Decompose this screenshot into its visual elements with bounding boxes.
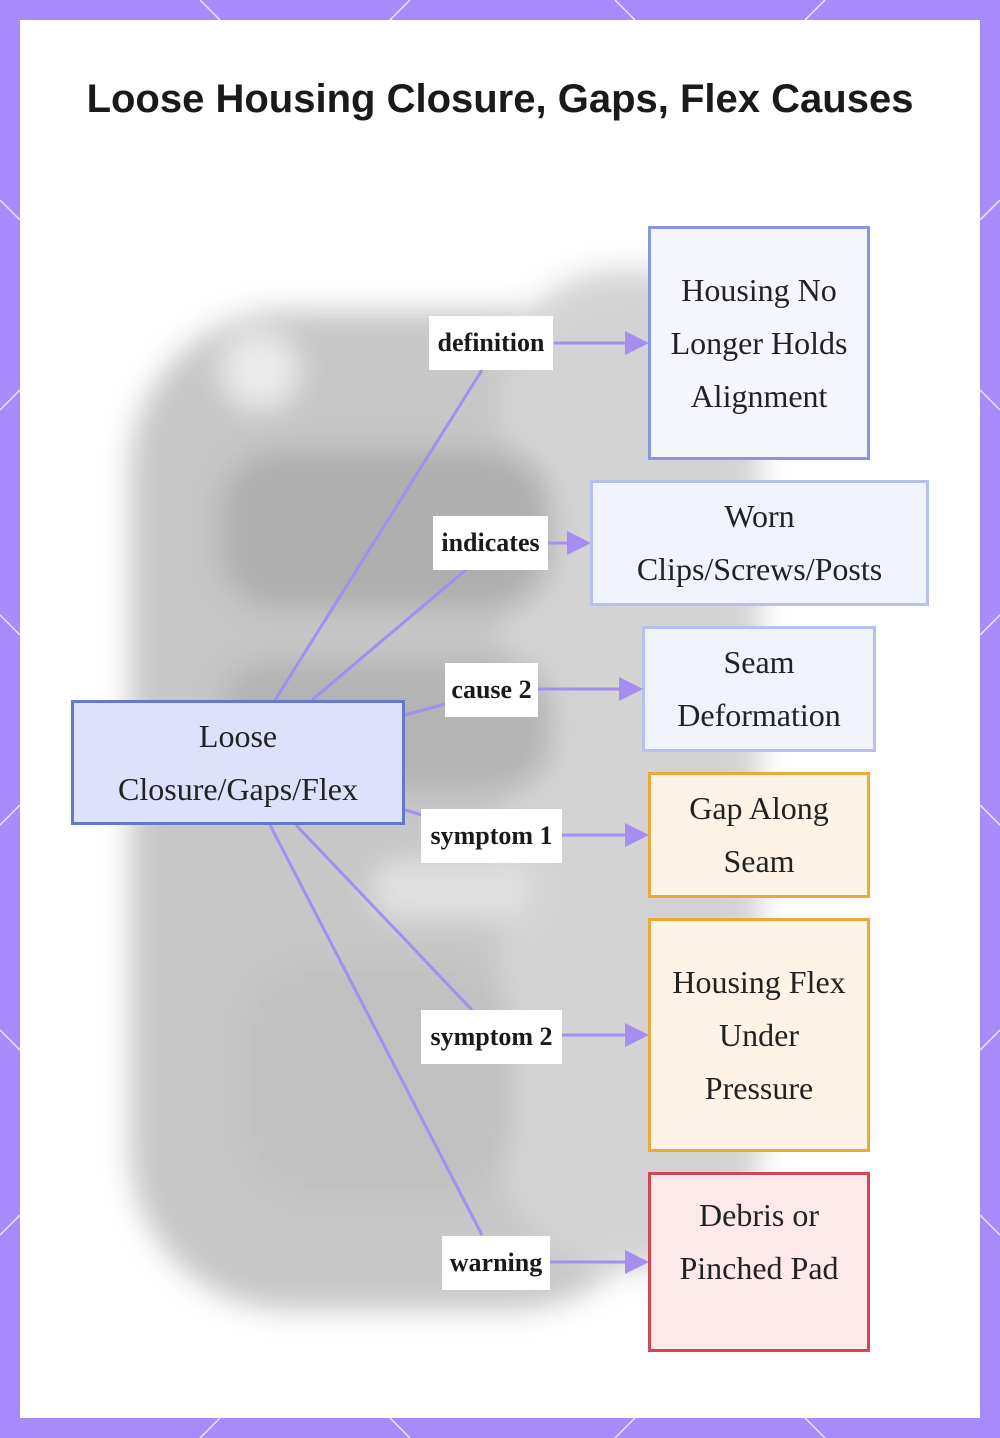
edge-warning — [268, 824, 484, 1236]
node-definition-label: Housing No Longer Holds Alignment — [670, 271, 848, 414]
edge-definition — [273, 369, 484, 701]
node-cause-2-label: Seam Deformation — [677, 644, 841, 733]
node-indicates[interactable]: Worn Clips/Screws/Posts — [590, 480, 929, 606]
edges — [268, 331, 649, 1274]
edge-label-symptom-2: symptom 2 — [421, 1010, 562, 1064]
node-warning-label: Debris or Pinched Pad — [679, 1197, 839, 1286]
node-symptom-2[interactable]: Housing Flex Under Pressure — [648, 918, 870, 1152]
edge-symptom-1 — [404, 808, 423, 817]
edge-indicates — [311, 566, 469, 702]
node-cause-2[interactable]: Seam Deformation — [642, 626, 876, 752]
node-indicates-label: Worn Clips/Screws/Posts — [636, 498, 883, 587]
node-warning[interactable]: Debris or Pinched Pad — [648, 1172, 870, 1352]
edge-label-definition: definition — [429, 316, 553, 370]
edge-symptom-2 — [294, 823, 474, 1012]
edge-label-warning: warning — [442, 1236, 550, 1290]
edge-label-symptom-1: symptom 1 — [421, 809, 562, 863]
diagram-panel: Loose Housing Closure, Gaps, Flex Causes — [20, 20, 980, 1418]
node-symptom-2-label: Housing Flex Under Pressure — [672, 963, 846, 1106]
diagram-title: Loose Housing Closure, Gaps, Flex Causes — [86, 77, 914, 121]
node-definition[interactable]: Housing No Longer Holds Alignment — [648, 226, 870, 460]
edge-cause-2 — [404, 702, 446, 717]
root-node[interactable]: Loose Closure/Gaps/Flex — [71, 700, 405, 825]
edge-label-cause-2: cause 2 — [445, 663, 538, 717]
node-symptom-1[interactable]: Gap Along Seam — [648, 772, 870, 898]
root-node-label: Loose Closure/Gaps/Flex — [118, 717, 358, 807]
edge-label-indicates: indicates — [433, 516, 548, 570]
node-symptom-1-label: Gap Along Seam — [689, 790, 829, 879]
